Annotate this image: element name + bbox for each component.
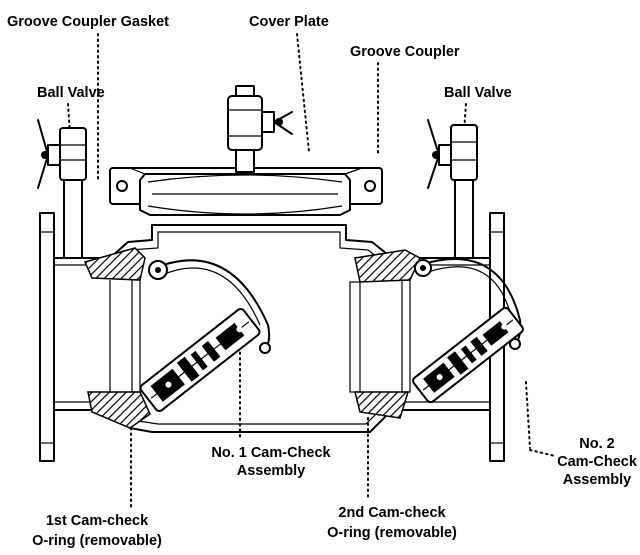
cam-check-1 — [139, 259, 271, 413]
top-valve-cap — [235, 85, 255, 97]
top-valve-body — [227, 95, 263, 151]
cam-check-2 — [412, 258, 524, 404]
top-valve-nut — [261, 111, 275, 133]
label-first-oring-line1: 1st Cam-check — [46, 513, 149, 529]
leader-no2-cam-check-h — [529, 449, 556, 457]
right-valve-nut — [438, 144, 452, 166]
seat-top-2 — [354, 249, 421, 283]
label-no1-cam-check-line2: Assembly — [237, 463, 306, 479]
valve-body — [39, 212, 505, 462]
cam-check-1-clapper — [139, 307, 261, 413]
label-cover-plate: Cover Plate — [249, 14, 329, 30]
left-valve-handle — [37, 119, 49, 189]
label-no2-cam-check-line1: No. 2 — [579, 436, 614, 452]
leader-no2-cam-check-v — [525, 381, 531, 449]
labels: Groove Coupler Gasket Cover Plate Groove… — [7, 14, 638, 549]
right-riser-pipe — [454, 177, 474, 259]
seat-bottom-1 — [87, 391, 151, 429]
seat-bottom-2 — [354, 391, 410, 419]
left-valve-nut — [47, 144, 61, 166]
label-no1-cam-check-line1: No. 1 Cam-Check — [211, 445, 331, 461]
right-valve-handle — [427, 119, 440, 189]
label-no2-cam-check-line2: Cam-Check — [557, 454, 638, 470]
top-test-valve — [227, 85, 293, 173]
seat-top-1 — [83, 247, 146, 281]
cover-plate-assembly — [109, 167, 383, 216]
label-second-oring-line1: 2nd Cam-check — [338, 505, 446, 521]
label-ball-valve-right: Ball Valve — [444, 85, 512, 101]
leader-cover-plate — [296, 33, 310, 153]
leader-lines — [67, 33, 556, 509]
label-groove-coupler-gasket: Groove Coupler Gasket — [7, 14, 169, 30]
leader-ball-valve-left — [67, 103, 71, 136]
label-second-oring-line2: O-ring (removable) — [327, 525, 457, 541]
left-riser-pipe — [63, 177, 83, 259]
ball-valve-right — [427, 119, 478, 259]
label-ball-valve-left: Ball Valve — [37, 85, 105, 101]
left-flange — [39, 212, 55, 462]
label-no2-cam-check-line3: Assembly — [563, 472, 632, 488]
ball-valve-left — [37, 119, 87, 259]
cam-check-2-clapper — [412, 306, 524, 404]
body-top-outline — [53, 224, 491, 259]
label-first-oring-line2: O-ring (removable) — [32, 533, 162, 549]
label-groove-coupler: Groove Coupler — [350, 44, 460, 60]
right-valve-body — [450, 124, 478, 181]
left-valve-body — [59, 127, 87, 181]
top-valve-stem — [235, 149, 255, 173]
